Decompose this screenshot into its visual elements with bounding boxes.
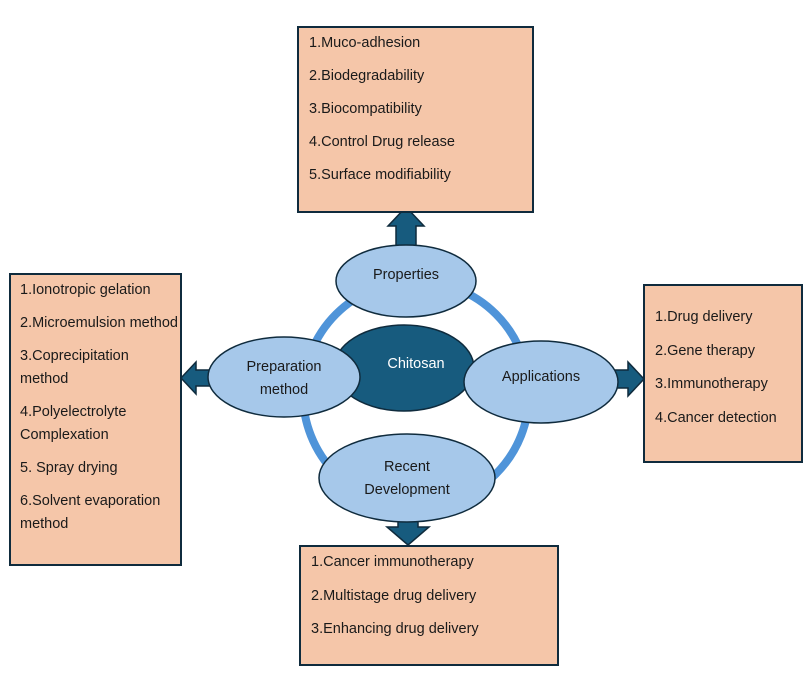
- applications-box: 1.Drug delivery 2.Gene therapy 3.Immunot…: [643, 284, 803, 463]
- list-item: 2.Biodegradability: [309, 68, 425, 84]
- recent-development-box: 1.Cancer immunotherapy 2.Multistage drug…: [299, 545, 559, 666]
- properties-box: 1.Muco-adhesion 2.Biodegradability 3.Bio…: [297, 26, 534, 213]
- list-item: 1.Drug delivery: [655, 309, 753, 325]
- label-chitosan: Chitosan: [387, 356, 444, 372]
- node-applications: [463, 340, 619, 424]
- list-item: 4.Cancer detection: [655, 409, 777, 426]
- node-recent-development: [318, 433, 496, 523]
- list-item: 4.Polyelectrolyte Complexation: [20, 404, 127, 443]
- label-recent-line1: Recent: [384, 459, 430, 475]
- label-properties: Properties: [373, 267, 439, 283]
- preparation-methods-box: 1.Ionotropic gelation 2.Microemulsion me…: [9, 273, 182, 566]
- list-item: 3.Biocompatibility: [309, 101, 422, 117]
- list-item: 3.Coprecipitation method: [20, 348, 129, 387]
- list-item: 6.Solvent evaporation method: [20, 493, 161, 532]
- list-item: 3.Enhancing drug delivery: [311, 621, 479, 637]
- list-item: 4.Control Drug release: [309, 134, 455, 150]
- list-item: 1.Cancer immunotherapy: [311, 554, 474, 570]
- list-item: 5. Spray drying: [20, 460, 118, 476]
- list-item: 1.Ionotropic gelation: [20, 282, 151, 298]
- list-item: 1.Muco-adhesion: [309, 35, 421, 51]
- list-item: 2.Microemulsion method: [20, 315, 178, 331]
- label-preparation-line1: Preparation: [247, 359, 322, 375]
- node-preparation: [207, 336, 361, 418]
- list-item: 2.Gene therapy: [655, 342, 755, 359]
- list-item: 5.Surface modifiability: [309, 167, 451, 183]
- arrow-left-preparation: [179, 360, 211, 396]
- label-recent-line2: Development: [364, 482, 449, 498]
- list-item: 3.Immunotherapy: [655, 376, 768, 392]
- node-properties: [335, 244, 477, 318]
- label-preparation-line2: method: [260, 382, 308, 398]
- label-applications: Applications: [502, 369, 580, 385]
- list-item: 2.Multistage drug delivery: [311, 587, 477, 604]
